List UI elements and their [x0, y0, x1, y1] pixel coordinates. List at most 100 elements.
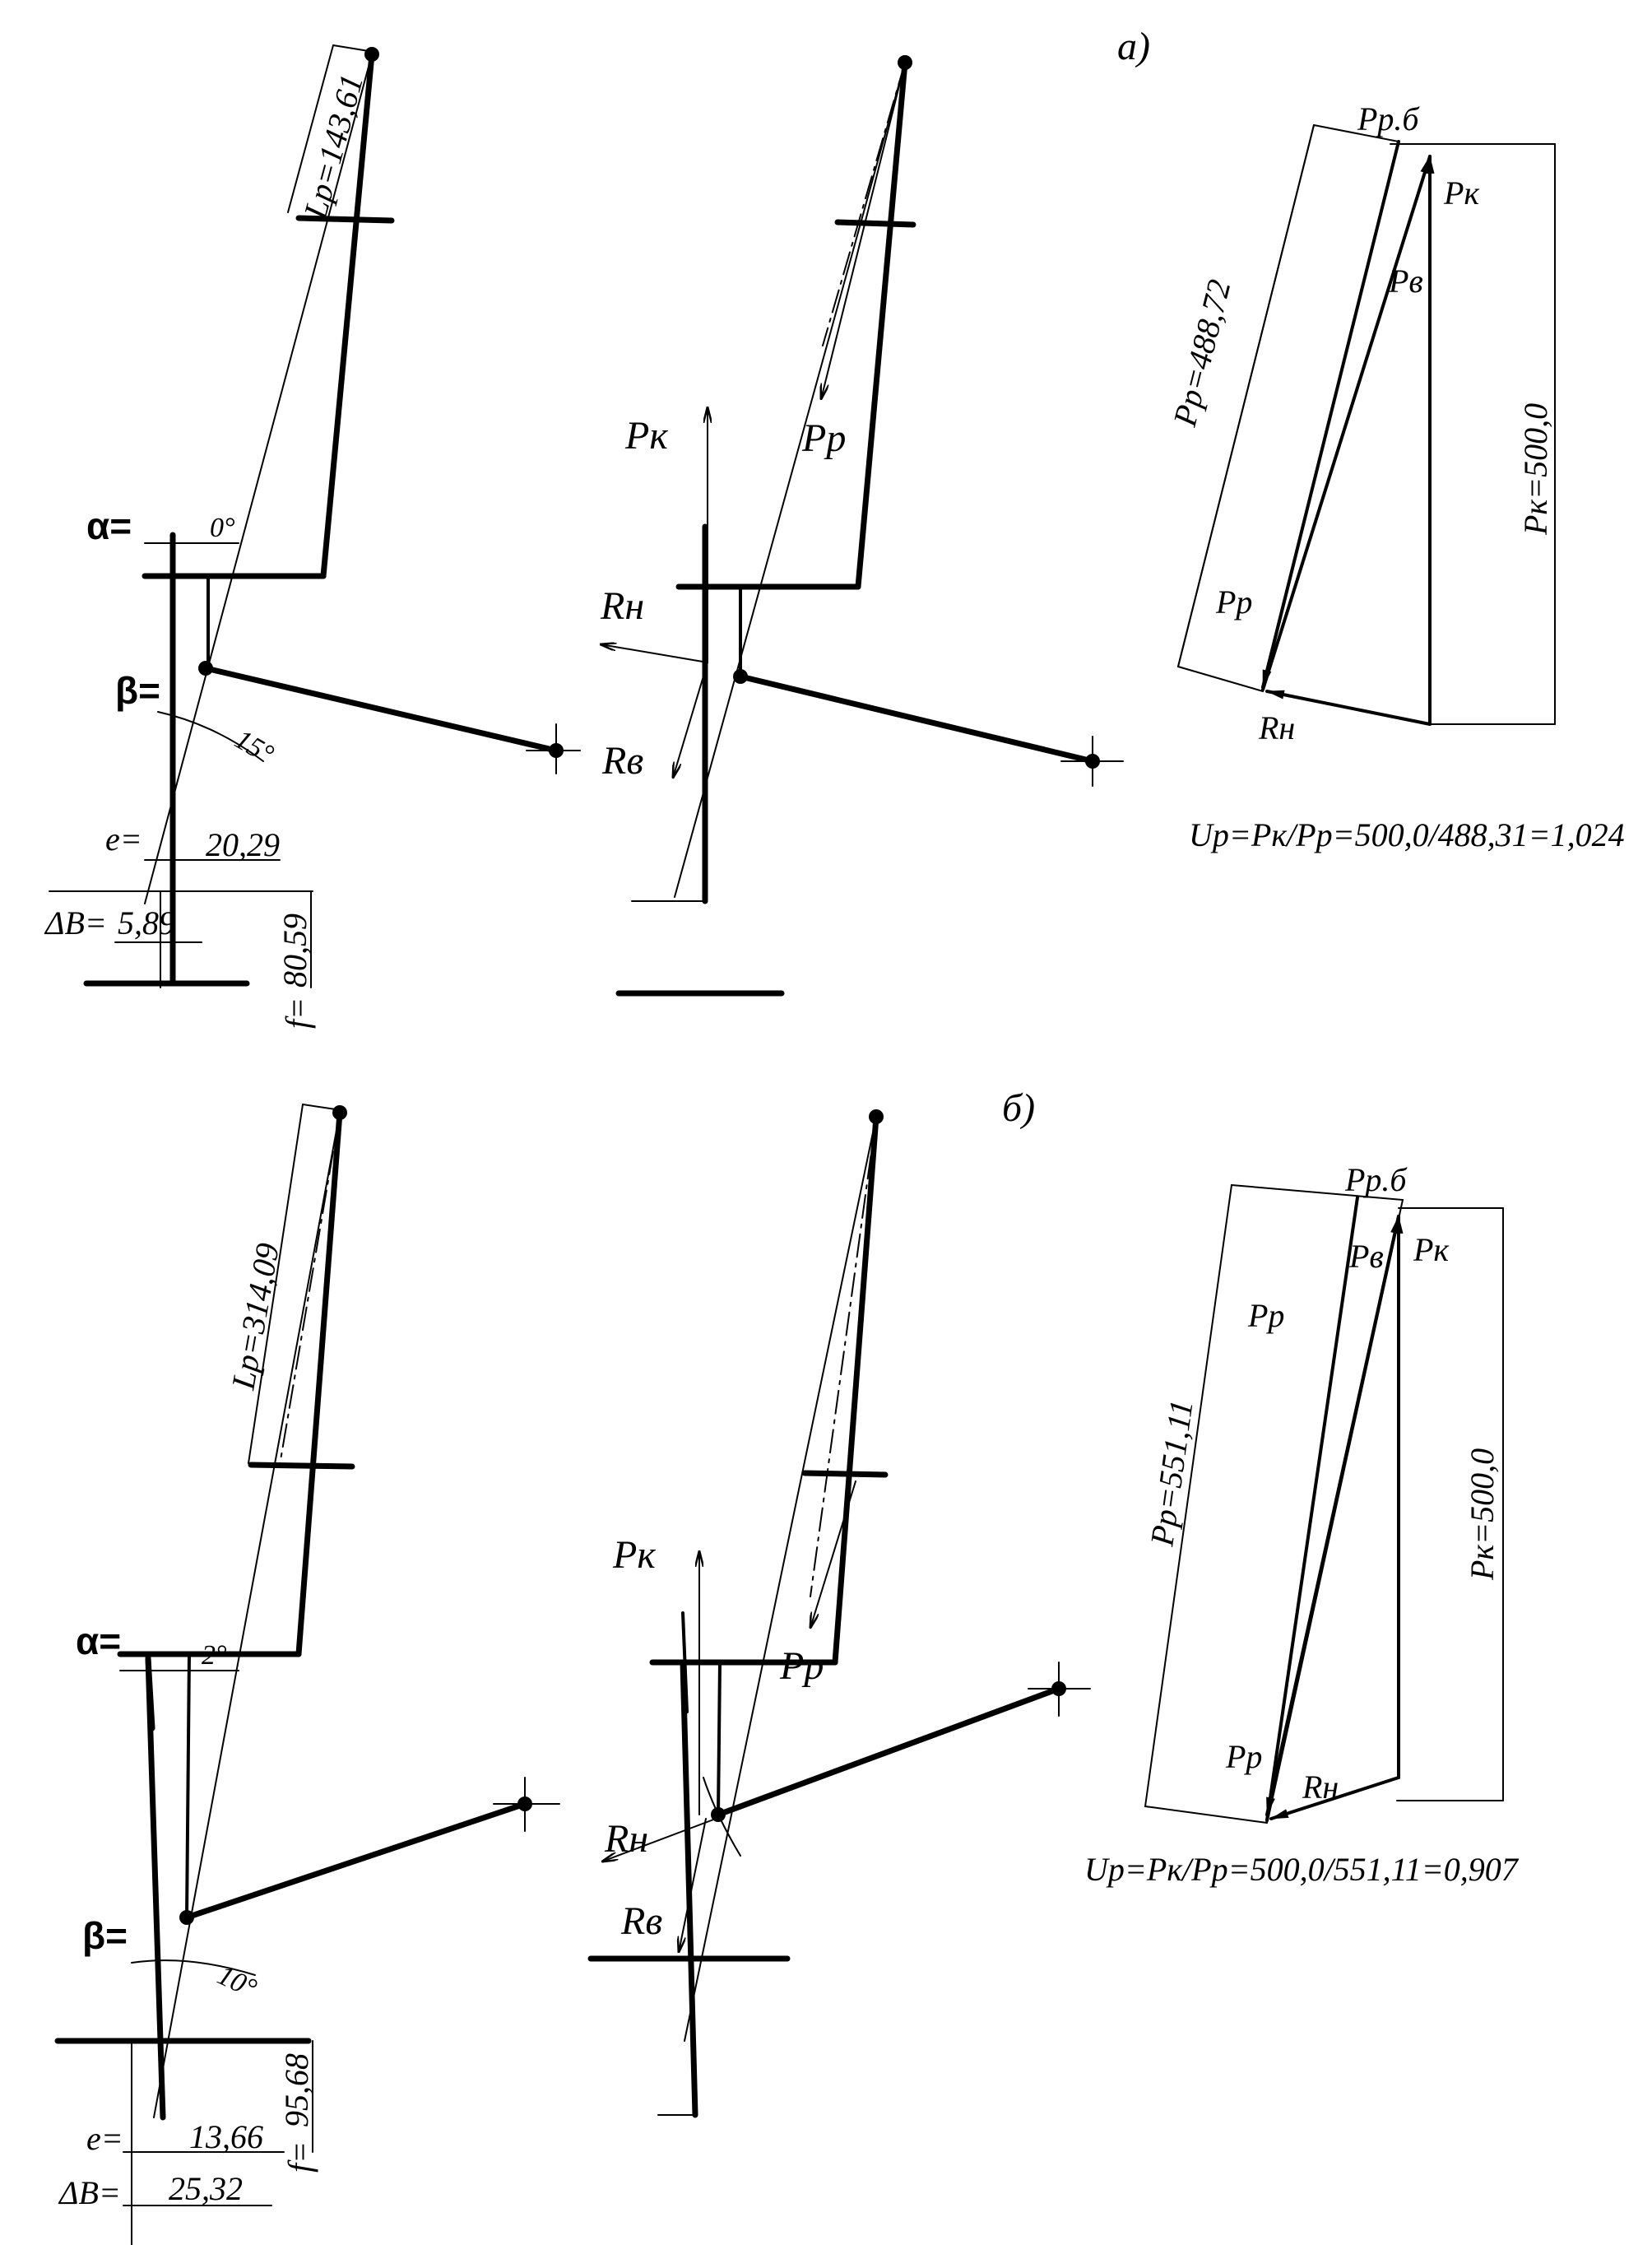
alpha-label: α= — [76, 1620, 121, 1662]
poly-rn-vector — [1269, 1776, 1400, 1820]
lp-extension-line — [302, 1104, 336, 1110]
strut-axis — [320, 51, 375, 579]
pp-force-arrow — [810, 1480, 856, 1628]
force-lower-arm — [715, 1685, 1062, 1818]
upper-pivot-point — [332, 1105, 347, 1120]
poly-pp-top-label: Pp — [1247, 1297, 1284, 1334]
ratio-formula: Up=Pк/Pp=500,0/488,31=1,024 — [1189, 816, 1625, 853]
poly-rn-label: Rн — [1302, 1769, 1339, 1806]
rv-force-label: Rв — [620, 1899, 662, 1943]
force-ball-joint — [733, 669, 748, 684]
force-dashed-line — [822, 62, 906, 346]
panel-b-geometry: Lp=314,09 α= 2° β= 10° 95,68 f= e= 13,66… — [54, 1104, 560, 2245]
delta-b-label: ΔB= — [58, 2174, 121, 2211]
force-arm-pivot — [1051, 1681, 1066, 1696]
poly-pp-label: Pp — [1215, 583, 1252, 621]
force-upper-pivot — [869, 1109, 884, 1124]
pp-band-inner-edge — [1265, 1196, 1359, 1822]
strut-dashed-line — [279, 1112, 341, 1466]
panel-b: б) Lp=314,09 α= 2° β= — [54, 1086, 1520, 2245]
poly-pk-label: Pк — [1443, 174, 1479, 211]
beta-label: β= — [115, 669, 160, 712]
wheel-upper-line — [145, 1655, 155, 1731]
poly-pp-value: Pp=488,72 — [1166, 276, 1238, 430]
poly-pk-value: Pк=500,0 — [1464, 1448, 1501, 1581]
rv-force-arrow — [673, 662, 708, 778]
poly-ppb-label: Pp.б — [1357, 100, 1420, 137]
f-label: f= — [281, 2141, 318, 2173]
rn-force-label: Rн — [600, 584, 644, 628]
poly-pp-vector — [1265, 1215, 1400, 1816]
force-lower-arm — [737, 673, 1096, 765]
poly-pv-label: Pв — [1388, 263, 1423, 300]
delta-b-value: 25,32 — [169, 2170, 243, 2207]
delta-b-label: ΔB= — [44, 904, 107, 941]
arm-pivot-point — [549, 743, 564, 758]
alpha-value: 0° — [210, 513, 235, 543]
f-label: f= — [279, 997, 316, 1029]
e-value: 13,66 — [189, 2118, 263, 2155]
f-value: 80,59 — [276, 913, 313, 988]
poly-pp-label: Pp — [1225, 1738, 1262, 1775]
poly-rn-label: Rн — [1258, 709, 1295, 746]
force-knuckle-link — [717, 1661, 722, 1816]
delta-b-value: 5,89 — [118, 904, 175, 941]
panel-a-polygon: Pp.б Pк Pв Pp=488,72 Pк=500,0 Pp Rн Up=P… — [1166, 100, 1625, 853]
force-strut-axis — [855, 59, 908, 590]
panel-a: а) Lp=143,61 α= 0° β= 15° — [44, 25, 1625, 1029]
beta-arc — [157, 711, 264, 762]
alpha-label: α= — [86, 504, 132, 547]
poly-pv-label: Pв — [1348, 1238, 1384, 1275]
panel-b-label: б) — [1002, 1086, 1035, 1130]
force-mount-bar — [801, 1470, 889, 1478]
force-arm-pivot — [1085, 754, 1100, 769]
ball-joint-point — [198, 661, 213, 676]
f-value: 95,68 — [278, 2053, 315, 2127]
poly-rn-vector — [1265, 690, 1432, 726]
lp-value: Lp=314,09 — [224, 1240, 286, 1392]
force-dashed-line — [810, 1116, 877, 1597]
force-kingpin-line — [674, 62, 906, 898]
force-mount-bar — [834, 219, 916, 228]
strut-axis — [295, 1109, 343, 1657]
force-kingpin-line — [684, 1116, 877, 2042]
panel-a-geometry: Lp=143,61 α= 0° β= 15° e= 20,29 ΔB= 5,89… — [44, 44, 581, 1029]
poly-pk-label: Pк — [1413, 1231, 1449, 1268]
rn-force-label: Rн — [604, 1817, 648, 1861]
e-value: 20,29 — [206, 826, 280, 863]
poly-pv-vector — [1261, 155, 1432, 691]
pp-force-arrow — [821, 62, 906, 399]
pp-force-label: Pp — [779, 1644, 824, 1688]
lp-extension-line — [332, 44, 369, 52]
beta-arc — [131, 1959, 256, 1976]
beta-value: 15° — [230, 724, 279, 770]
arm-pivot-point — [517, 1796, 532, 1811]
beta-label: β= — [82, 1914, 128, 1957]
strut-mount-bar — [295, 215, 395, 224]
upper-pivot-point — [364, 47, 379, 62]
pp-force-label: Pp — [801, 416, 846, 460]
panel-a-forces: Pк Pp Rн Rв — [600, 55, 1124, 997]
lower-arm — [202, 665, 559, 754]
lp-dimension-line — [287, 44, 334, 213]
e-label: e= — [105, 820, 142, 858]
panel-b-polygon: Pp.б Pв Pк Pp Pp=551,11 Pк=500,0 Pp Rн U… — [1084, 1161, 1520, 1888]
lower-arm — [183, 1801, 528, 1921]
panel-b-forces: Pк Pp Rн Rв — [587, 1109, 1091, 2118]
pp-band-left-edge — [1177, 124, 1315, 667]
pk-force-label: Pк — [612, 1533, 656, 1577]
poly-ppb-label: Pp.б — [1344, 1161, 1408, 1198]
ball-joint-point — [179, 1910, 194, 1925]
poly-pk-value: Pк=500,0 — [1517, 403, 1554, 536]
force-wheel-line — [680, 1659, 698, 2118]
pp-band — [1144, 1183, 1404, 1824]
knuckle-link — [185, 1652, 191, 1919]
pk-force-label: Pк — [624, 414, 668, 458]
e-label: e= — [86, 2120, 123, 2157]
lp-dimension-line — [248, 1104, 304, 1464]
strut-mount-bar — [248, 1462, 355, 1470]
rv-force-arrow — [679, 1818, 707, 1952]
ratio-formula: Up=Pк/Pp=500,0/551,11=0,907 — [1084, 1851, 1520, 1888]
poly-pp-vector — [1261, 140, 1400, 689]
